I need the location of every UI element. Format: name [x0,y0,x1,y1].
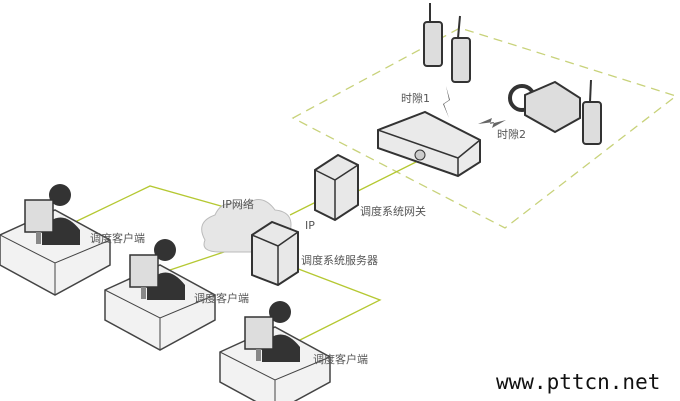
radio-zone-boundary [291,27,678,229]
slot1-label: 时隙1 [401,92,430,105]
lightning-icon-2 [478,118,506,128]
dispatch-server [251,220,299,287]
handheld-radios [423,3,602,145]
ip-network-label: IP网络 [222,198,254,211]
client3-label: 调度客户端 [313,353,368,366]
client1-label: 调度客户端 [90,232,145,245]
client2-label: 调度客户端 [194,292,249,305]
server-label: 调度系统服务器 [301,254,378,267]
slot2-label: 时隙2 [497,128,526,141]
repeater-device [377,110,481,178]
lightning-icon-1 [443,86,450,118]
vehicle-radio [508,80,581,134]
gateway-label: 调度系统网关 [360,205,426,218]
dispatch-gateway [314,153,359,222]
ip-label: IP [305,219,315,232]
watermark: www.pttcn.net [496,370,661,394]
